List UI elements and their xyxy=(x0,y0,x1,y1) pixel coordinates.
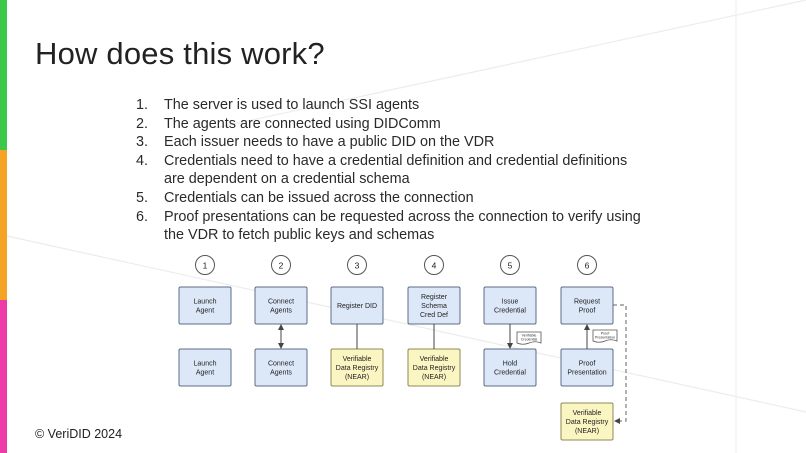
step-number: 4. xyxy=(136,152,149,169)
step-text-line: The server is used to launch SSI agents xyxy=(164,97,420,113)
step-box-top-label: Issue xyxy=(502,299,519,306)
step-box-top-label: Request xyxy=(574,299,600,306)
step-circle-number: 3 xyxy=(355,261,360,271)
step-box-bottom-label: Presentation xyxy=(567,369,606,376)
step-text: Proof presentations can be requested acr… xyxy=(164,208,690,245)
step-box-bottom-label: Agents xyxy=(270,369,292,376)
step-text: Credentials can be issued across the con… xyxy=(164,189,690,208)
step-box-bottom-label: Hold xyxy=(503,361,518,368)
proof-doc-icon xyxy=(592,329,618,343)
step-circle-number: 5 xyxy=(508,261,513,271)
step-text-line: Proof presentations can be requested acr… xyxy=(164,208,641,225)
step-box-top-label: Proof xyxy=(579,307,596,314)
registry-box-label: (NEAR) xyxy=(575,428,599,435)
credential-doc-icon xyxy=(516,331,542,345)
step-box-bottom-label: Launch xyxy=(194,361,217,368)
registry-box xyxy=(560,402,614,441)
accent-bar-green xyxy=(0,0,7,150)
step-box-top-label: Launch xyxy=(194,299,217,306)
step-text-line: Credentials can be issued across the con… xyxy=(164,189,474,206)
step-text: Credentials need to have a credential de… xyxy=(164,152,690,189)
step-text-line: are dependent on a credential schema xyxy=(164,171,410,188)
proof-doc-icon-label: Presentation xyxy=(595,336,615,340)
step-box-top-label: Schema xyxy=(421,303,447,310)
step-box-bottom-label: (NEAR) xyxy=(422,374,446,381)
step-circle xyxy=(577,255,597,275)
step-box-bottom xyxy=(254,348,308,387)
step-text: The server is used to launch SSI agents xyxy=(164,96,690,115)
step-number: 1. xyxy=(136,97,149,113)
step-number: 5. xyxy=(136,189,149,206)
copyright-footer: © VeriDID 2024 xyxy=(35,427,123,441)
step-circle-number: 4 xyxy=(432,261,437,271)
step-box-bottom-label: Credential xyxy=(494,369,526,376)
step-text-line: Each issuer needs to have a public DID o… xyxy=(164,134,495,151)
step-circle-number: 6 xyxy=(585,261,590,271)
verify-dashed-arrow xyxy=(613,304,627,424)
step-box-bottom-label: Data Registry xyxy=(413,365,456,372)
step-box-top-label: Agent xyxy=(196,307,214,314)
step-box-top-label: Register DID xyxy=(337,303,377,310)
step-box-bottom-label: Proof xyxy=(579,361,596,368)
step-number: 2. xyxy=(136,115,149,132)
step-text-line: The agents are connected using DIDComm xyxy=(164,115,441,132)
step-circle xyxy=(500,255,520,275)
step-box-top-label: Cred Def xyxy=(420,312,448,319)
accent-bar-orange xyxy=(0,150,7,300)
step-number: 6. xyxy=(136,208,149,225)
registry-box-label: Verifiable xyxy=(573,410,602,417)
step-box-bottom-label: (NEAR) xyxy=(345,374,369,381)
step-box-top-label: Agents xyxy=(270,307,292,314)
steps-list: 1. The server is used to launch SSI agent… xyxy=(130,96,690,245)
accent-bar-pink xyxy=(0,300,7,453)
step-box-bottom-label: Verifiable xyxy=(420,356,449,363)
step-item: 5. Credentials can be issued across the c… xyxy=(130,189,690,208)
registry-box-label: Data Registry xyxy=(566,419,609,426)
step-circle xyxy=(347,255,367,275)
step-text-line: Credentials need to have a credential de… xyxy=(164,152,628,169)
step-circle xyxy=(424,255,444,275)
slide-title: How does this work? xyxy=(35,36,325,71)
step-box-bottom-label: Verifiable xyxy=(343,356,372,363)
step-box-top-label: Register xyxy=(421,294,448,301)
step-box-top xyxy=(178,286,232,325)
step-box-bottom xyxy=(483,348,537,387)
proof-doc-icon-label: Proof xyxy=(601,332,610,336)
step-circle xyxy=(271,255,291,275)
step-box-bottom-label: Data Registry xyxy=(336,365,379,372)
step-text: The agents are connected using DIDComm xyxy=(164,115,690,134)
step-item: 4. Credentials need to have a credential … xyxy=(130,152,690,189)
step-item: 3. Each issuer needs to have a public DID… xyxy=(130,133,690,152)
step-box-bottom-label: Agent xyxy=(196,369,214,376)
step-item: 6. Proof presentations can be requested a… xyxy=(130,208,690,245)
step-text-line: the VDR to fetch public keys and schemas xyxy=(164,227,435,244)
step-circle xyxy=(195,255,215,275)
step-item: 1. The server is used to launch SSI agent… xyxy=(130,96,690,115)
step-item: 2. The agents are connected using DIDComm xyxy=(130,115,690,134)
step-number: 3. xyxy=(136,134,149,151)
credential-doc-icon-label: Verifiable xyxy=(522,334,537,338)
credential-doc-icon-label: Credential xyxy=(521,338,538,342)
step-box-top-label: Credential xyxy=(494,307,526,314)
step-box-bottom-label: Connect xyxy=(268,361,294,368)
step-text: Each issuer needs to have a public DID o… xyxy=(164,133,690,152)
step-circle-number: 1 xyxy=(203,261,208,271)
step-box-top-label: Connect xyxy=(268,299,294,306)
step-box-bottom xyxy=(178,348,232,387)
step-circle-number: 2 xyxy=(279,261,284,271)
